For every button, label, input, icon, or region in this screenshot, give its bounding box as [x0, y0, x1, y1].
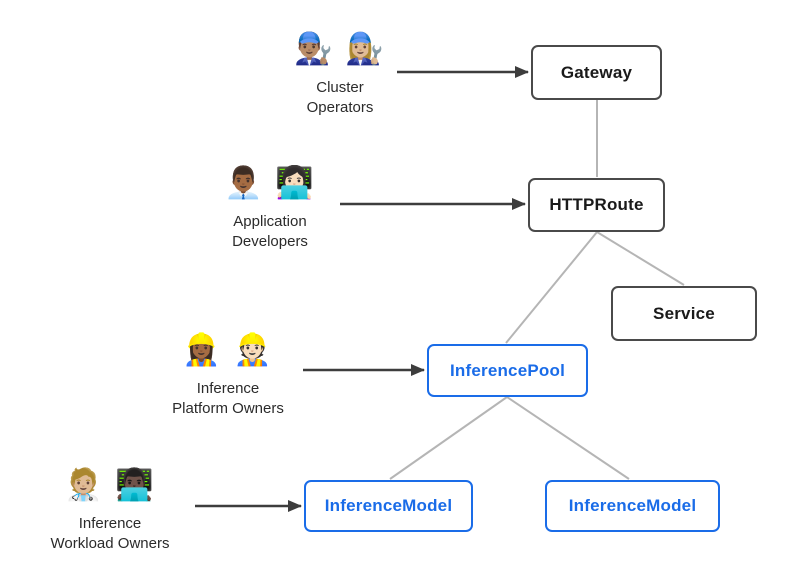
node-inferencemodel-right: InferenceModel [545, 480, 720, 532]
edge-inferencepool-inferencemodel-right [506, 396, 630, 480]
inference-workload-owners-emoji: 🧑🏼‍⚕️ 👨🏿‍💻 [64, 467, 156, 502]
persona-inference-platform-owners: 👷🏾‍♀️ 👷🏻 Inference Platform Owners [148, 329, 308, 419]
inference-platform-owners-label: Inference Platform Owners [148, 379, 308, 419]
cluster-operators-label-line1: Cluster [316, 79, 364, 96]
inference-workload-owners-label-line2: Workload Owners [50, 535, 170, 552]
inference-platform-owners-emoji: 👷🏾‍♀️ 👷🏻 [182, 332, 274, 367]
cluster-operators-label: Cluster Operators [265, 78, 415, 118]
application-developers-label: Application Developers [195, 212, 345, 252]
application-developers-emoji: 👨🏾‍💼 👩🏻‍💻 [224, 165, 316, 200]
persona-cluster-operators: 👨🏽‍🔧 👩🏼‍🔧 Cluster Operators [265, 28, 415, 118]
node-inferencemodel-left-label: InferenceModel [324, 496, 453, 515]
application-developers-label-line2: Developers [232, 233, 308, 250]
inference-workload-owners-label-line1: Inference [78, 515, 142, 532]
persona-application-developers: 👨🏾‍💼 👩🏻‍💻 Application Developers [195, 162, 345, 252]
inference-workload-owners-label: Inference Workload Owners [30, 514, 190, 554]
cluster-operators-label-line2: Operators [306, 99, 374, 116]
edge-httproute-inferencepool [505, 231, 598, 344]
application-developers-label-line1: Application [233, 213, 307, 230]
node-inferencemodel-left: InferenceModel [304, 480, 473, 532]
node-service: Service [611, 286, 757, 341]
persona-inference-workload-owners: 🧑🏼‍⚕️ 👨🏿‍💻 Inference Workload Owners [30, 464, 190, 554]
node-inferencepool-label: InferencePool [449, 360, 566, 380]
node-inferencemodel-right-label: InferenceModel [568, 496, 697, 515]
node-service-label: Service [653, 303, 715, 323]
edge-httproute-service [596, 231, 685, 286]
edge-inferencepool-inferencemodel-left [389, 396, 508, 480]
cluster-operators-emoji: 👨🏽‍🔧 👩🏼‍🔧 [294, 31, 386, 66]
node-gateway-label: Gateway [560, 62, 633, 82]
node-inferencepool: InferencePool [427, 344, 588, 397]
node-httproute: HTTPRoute [528, 178, 665, 232]
node-gateway: Gateway [531, 45, 662, 100]
inference-platform-owners-label-line1: Inference [196, 380, 260, 397]
node-httproute-label: HTTPRoute [549, 195, 644, 214]
inference-platform-owners-label-line2: Platform Owners [172, 400, 284, 417]
